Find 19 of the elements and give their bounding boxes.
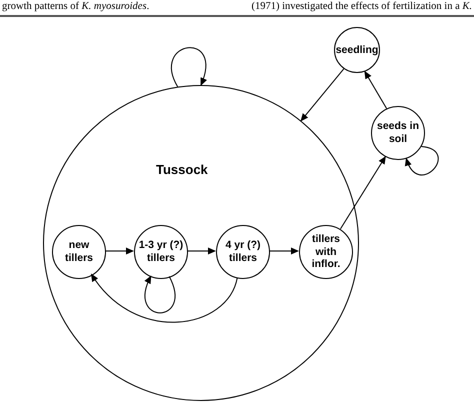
arrow [90,274,238,323]
arrow [364,70,388,110]
stage-label: new tillers [64,239,94,265]
arrow [268,248,299,254]
stage-label: seedling [334,44,380,56]
loop-arrow [144,275,176,314]
stage-label: 1-3 yr (?) tillers [138,239,184,265]
arrow [104,248,134,254]
group-title: Tussock [156,162,208,178]
loop-arrow [170,47,206,88]
header-text: (1971) investigated the effects of fertilization in a K. [251,0,472,13]
loop-arrow [406,146,439,176]
stage-label: tillers with inflor. [310,233,342,271]
stage-label: 4 yr (?) tillers [224,239,262,265]
header-text: growth patterns of K. myosuroides. [2,0,150,13]
arrow [340,156,386,230]
arrow [300,68,344,122]
stage-label: seeds in soil [376,120,420,146]
arrow [186,248,216,254]
